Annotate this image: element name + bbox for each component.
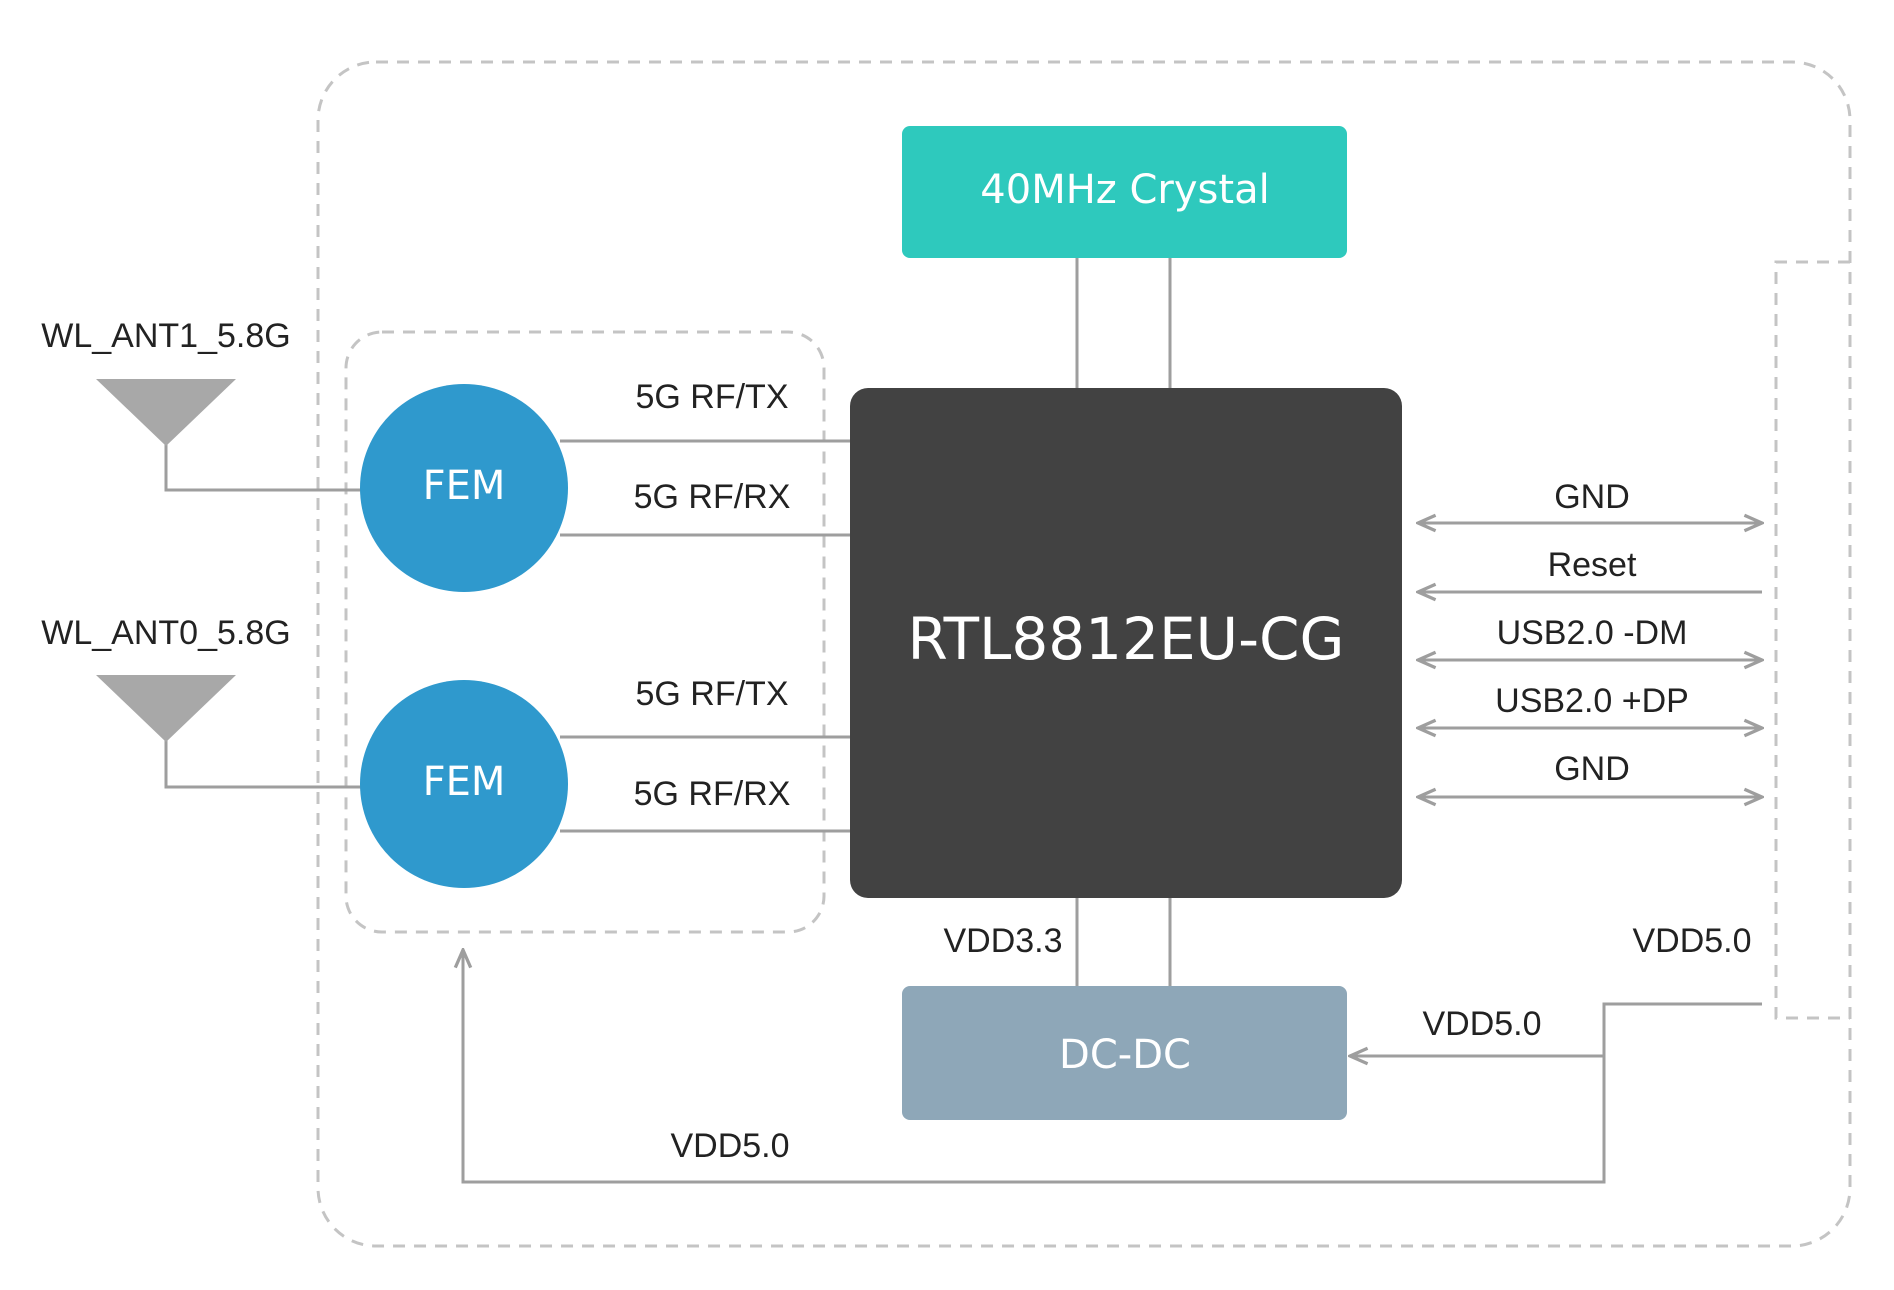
vdd33-label: VDD3.3 <box>943 922 1062 960</box>
connector-boundary <box>1774 260 1850 1020</box>
dcdc-label: DC-DC <box>1059 1032 1191 1078</box>
chip-block <box>850 388 1402 898</box>
fem-bottom-label: FEM <box>423 759 506 805</box>
crystal-block <box>902 126 1347 258</box>
fem-top <box>360 384 568 592</box>
fem-top-label: FEM <box>423 463 506 509</box>
gnd-top-label: GND <box>1554 478 1630 516</box>
vdd50-bottom-label: VDD5.0 <box>670 1127 789 1165</box>
crystal-label: 40MHz Crystal <box>980 167 1269 213</box>
ant0-feed-line <box>164 738 364 789</box>
ant0-label: WL_ANT0_5.8G <box>41 614 290 652</box>
vdd50-right-label: VDD5.0 <box>1632 922 1751 960</box>
ant1-feed-line <box>164 442 364 492</box>
module-boundary <box>316 60 1852 1248</box>
fem-bottom <box>360 680 568 888</box>
chip-label: RTL8812EU-CG <box>908 605 1345 673</box>
antenna-icon-ant0 <box>96 675 236 742</box>
antenna-icon-ant1 <box>96 379 236 446</box>
rf-top-tx-label: 5G RF/TX <box>635 378 788 416</box>
fem-group-boundary <box>344 330 826 934</box>
ant1-label: WL_ANT1_5.8G <box>41 317 290 355</box>
reset-label: Reset <box>1548 546 1637 584</box>
usb-dm-label: USB2.0 -DM <box>1497 614 1688 652</box>
vdd50-dcdc-label: VDD5.0 <box>1422 1005 1541 1043</box>
rf-bottom-rx-label: 5G RF/RX <box>634 775 791 813</box>
rf-top-rx-label: 5G RF/RX <box>634 478 791 516</box>
rf-bottom-tx-label: 5G RF/TX <box>635 675 788 713</box>
gnd-bottom-label: GND <box>1554 750 1630 788</box>
vdd50-bus-line <box>463 950 1762 1184</box>
usb-dp-label: USB2.0 +DP <box>1495 682 1689 720</box>
dcdc-block <box>902 986 1347 1120</box>
